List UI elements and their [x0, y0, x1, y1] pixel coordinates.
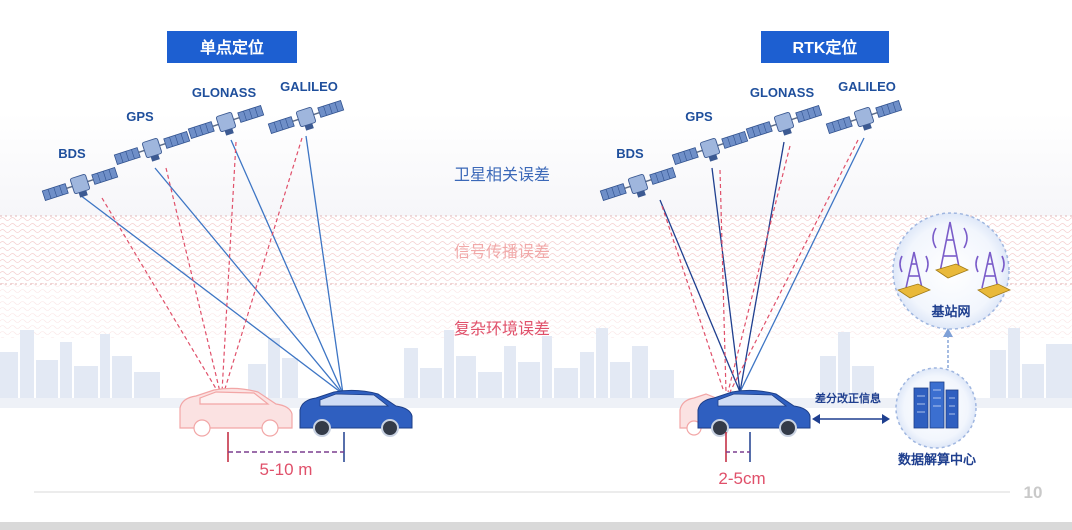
error-layer-environment: 复杂环境误差	[454, 319, 550, 338]
sat-label-gps: GPS	[685, 109, 713, 124]
environment-error-band	[0, 284, 1072, 338]
right-error-range: 2-5cm	[718, 469, 765, 488]
correction-label: 差分改正信息	[815, 391, 881, 405]
city-skyline	[0, 328, 1072, 400]
sat-label-bds: BDS	[58, 146, 86, 161]
ghost-car-icon	[179, 387, 293, 437]
ground-strip	[0, 398, 1072, 408]
single-point-title-box	[167, 31, 297, 63]
page-number: 10	[1024, 483, 1043, 502]
data-center-server-icon	[895, 367, 977, 449]
car-icon	[697, 389, 811, 437]
left-error-range: 5-10 m	[260, 460, 313, 479]
bottom-bar	[0, 522, 1072, 530]
data-center-label: 数据解算中心	[898, 452, 976, 467]
left-panel: 单点定位 BDS GPS GLONASS GALILEO	[40, 31, 413, 479]
rtk-title-box	[761, 31, 889, 63]
error-layer-signal: 信号传播误差	[454, 243, 550, 261]
base-station-label: 基站网	[930, 304, 970, 319]
sat-label-glonass: GLONASS	[192, 85, 257, 100]
left-error-measure	[227, 432, 345, 462]
sat-label-gps: GPS	[126, 109, 154, 124]
right-signal-lines	[659, 137, 865, 393]
satellite-error-band	[0, 112, 1072, 216]
correction-arrow	[812, 414, 890, 424]
sat-label-galileo: GALILEO	[280, 79, 338, 94]
left-signal-lines	[79, 135, 344, 395]
base-station-network-icon	[892, 212, 1011, 330]
uplink-arrow	[943, 328, 953, 368]
error-layer-satellite: 卫星相关误差	[454, 166, 550, 184]
right-panel: RTK定位 BDS GPS GLONASS GALILEO	[598, 31, 1011, 488]
rtk-title: RTK定位	[793, 38, 858, 57]
single-point-title: 单点定位	[200, 38, 264, 57]
sat-label-glonass: GLONASS	[750, 85, 815, 100]
sat-label-bds: BDS	[616, 146, 644, 161]
right-error-measure	[725, 432, 751, 462]
car-icon	[299, 389, 413, 437]
sat-label-galileo: GALILEO	[838, 79, 896, 94]
